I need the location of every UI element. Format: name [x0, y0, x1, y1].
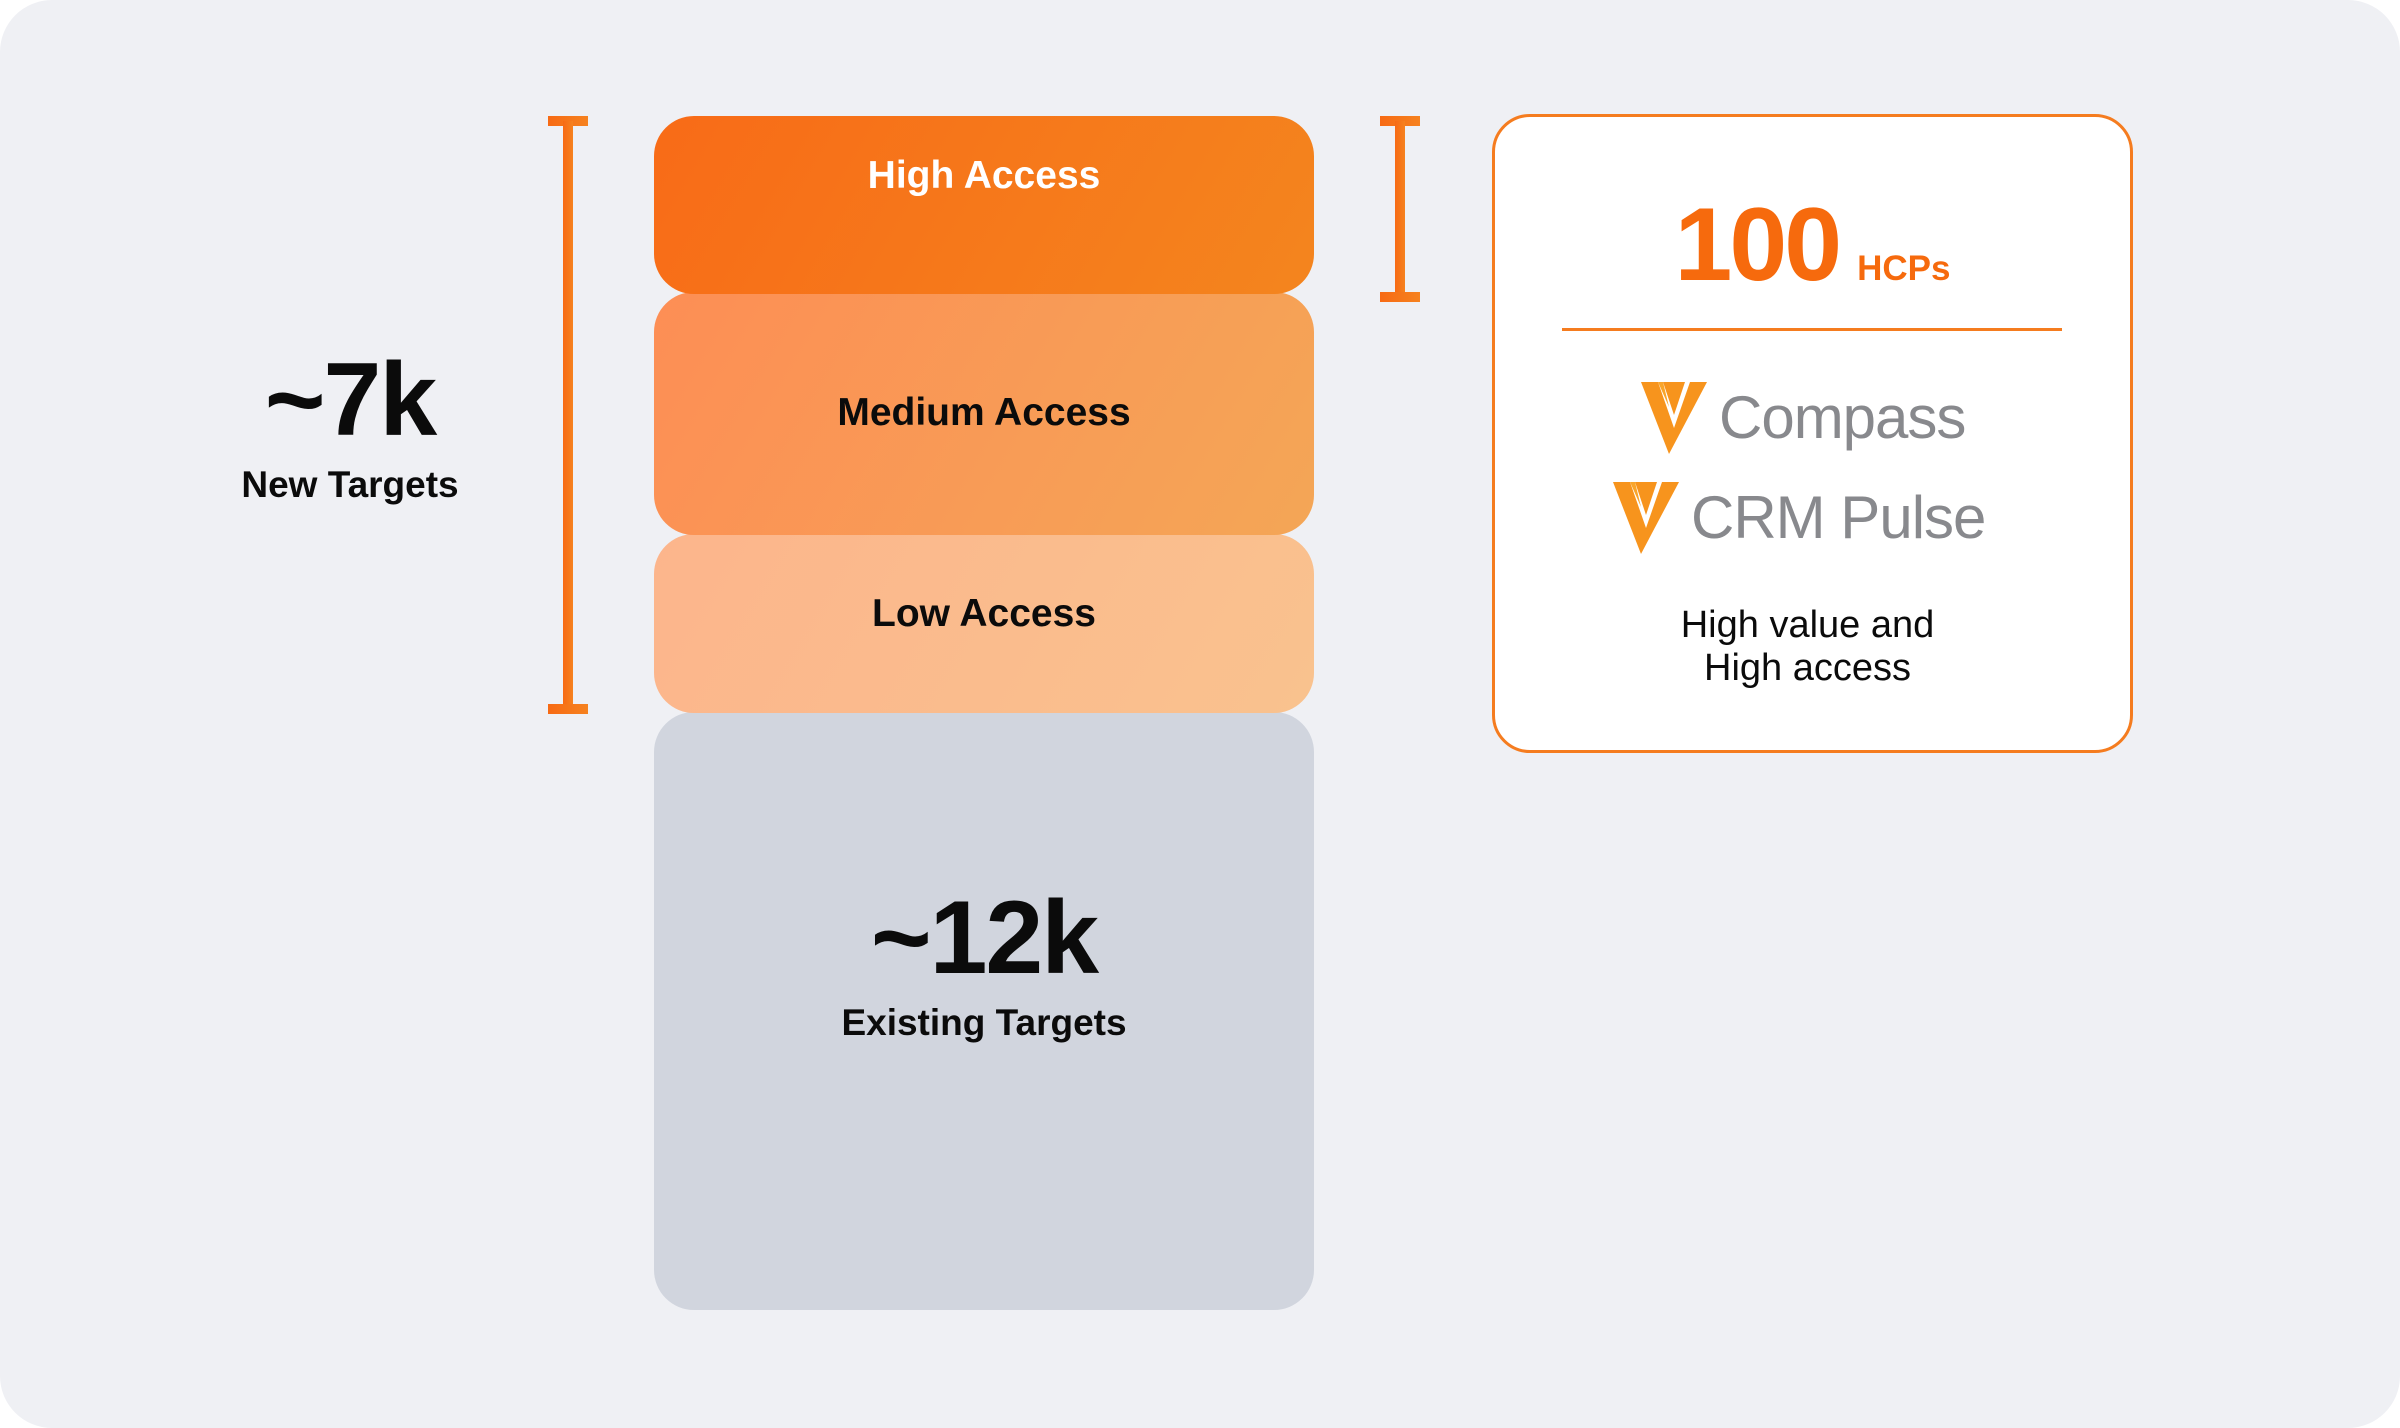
crm-pulse-logo: CRM Pulse	[1613, 482, 1986, 554]
hcp-count: 100	[1674, 187, 1843, 303]
hcp-unit: HCPs	[1857, 249, 1951, 288]
veeva-v-icon	[1613, 482, 1679, 554]
existing-targets-block: ~12k Existing Targets	[654, 712, 1314, 1310]
tier-high-access: High Access	[654, 116, 1314, 294]
bracket-stem	[1395, 121, 1405, 297]
tier-medium-access: Medium Access	[654, 292, 1314, 535]
tier-label: Medium Access	[837, 391, 1131, 434]
new-targets-value: ~7k	[264, 342, 437, 458]
new-targets-summary: ~7k New Targets	[200, 340, 500, 503]
card-divider	[1562, 328, 2062, 331]
existing-targets-label: Existing Targets	[841, 1001, 1127, 1043]
tier-label: Low Access	[872, 592, 1096, 635]
bracket-cap-bottom	[548, 704, 588, 714]
high-access-bracket	[1380, 116, 1420, 302]
veeva-v-icon	[1641, 382, 1707, 454]
compass-logo-text: Compass	[1719, 384, 1966, 451]
tier-label: High Access	[867, 153, 1101, 197]
tier-low-access: Low Access	[654, 534, 1314, 713]
bracket-stem	[563, 121, 573, 709]
existing-targets-value: ~12k	[870, 879, 1099, 996]
new-targets-label: New Targets	[241, 464, 459, 505]
bracket-cap-bottom	[1380, 292, 1420, 302]
crm-pulse-logo-text: CRM Pulse	[1691, 484, 1986, 551]
caption-line-1: High value and	[1680, 604, 1935, 646]
new-targets-bracket	[548, 116, 588, 714]
card-caption: High value and High access	[1495, 604, 2120, 690]
caption-line-2: High access	[1704, 647, 1911, 689]
compass-logo: Compass	[1641, 382, 1966, 454]
